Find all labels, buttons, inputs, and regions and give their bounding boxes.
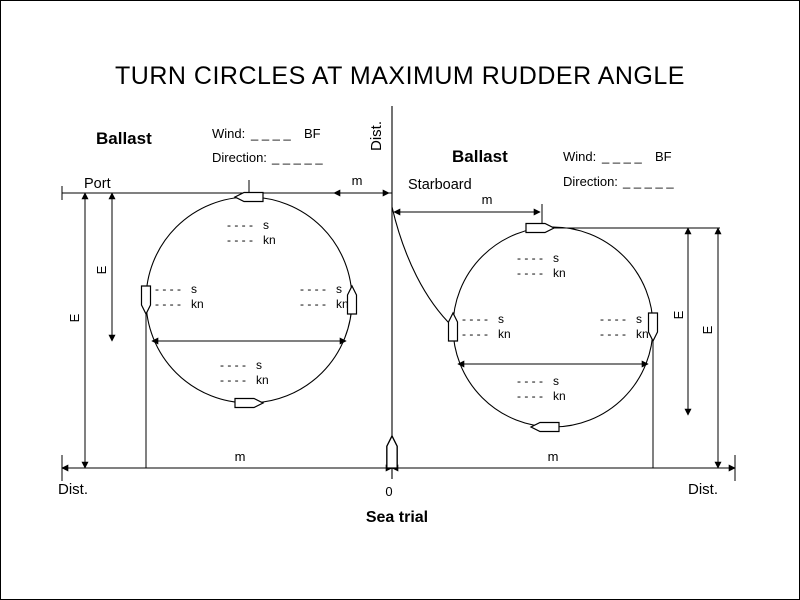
starboard-right-speed-s: - - - - s [600,312,642,326]
port-side-label: Port [84,176,111,192]
starboard-direction-value: _ _ _ _ _ [622,174,674,189]
starboard-top-speed-s: - - - - s [517,251,559,265]
ship-icon [234,397,264,409]
starboard-bottom-speed-s: - - - - s [517,374,559,388]
starboard-side-label: Starboard [408,177,472,193]
ship-icon [386,435,398,469]
port-left-speed-kn: - - - - kn [155,297,204,311]
port-wind-label: Wind: [212,126,245,141]
port-direction-value: _ _ _ _ _ [271,150,323,165]
starboard-bottom-speed-kn: - - - - kn [517,389,566,403]
starboard-left-speed-s: - - - - s [462,312,504,326]
port-dist-label: Dist. [58,481,88,498]
ship-icon [447,312,459,342]
starboard-entry-curve [391,206,454,328]
starboard-wind-value: _ _ _ _ [601,149,643,164]
starboard-ballast-label: Ballast [452,147,508,166]
ship-icon [140,285,152,315]
starboard-wind-label: Wind: [563,149,596,164]
starboard-wind-unit: BF [655,149,672,164]
port-transfer-m-label: m [352,173,363,188]
starboard-outer-e-label: E [700,325,715,334]
port-outer-e-label: E [67,313,82,322]
port-bottom-speed-s: - - - - s [220,358,262,372]
port-bottom-speed-kn: - - - - kn [220,373,269,387]
ship-icon [234,191,264,203]
port-direction-label: Direction: [212,150,267,165]
ship-icon [647,312,659,342]
starboard-right-speed-kn: - - - - kn [600,327,649,341]
starboard-top-speed-kn: - - - - kn [517,266,566,280]
ship-icon [530,421,560,433]
origin-label: 0 [385,484,392,499]
starboard-dist-label: Dist. [688,481,718,498]
port-top-speed-s: - - - - s [227,218,269,232]
port-right-speed-kn: - - - - kn [300,297,349,311]
starboard-left-speed-kn: - - - - kn [462,327,511,341]
dist-axis-label-center: Dist. [368,121,385,151]
port-wind-unit: BF [304,126,321,141]
port-top-speed-kn: - - - - kn [227,233,276,247]
starboard-direction-label: Direction: [563,174,618,189]
ship-icon [346,285,358,315]
starboard-turn-group: Ballast Wind: _ _ _ _ BF Direction: _ _ … [391,147,736,498]
port-left-speed-s: - - - - s [155,282,197,296]
starboard-inner-e-label: E [671,310,686,319]
port-wind-value: _ _ _ _ [250,126,292,141]
page-title: TURN CIRCLES AT MAXIMUM RUDDER ANGLE [115,62,685,90]
port-bottom-m-label: m [235,449,246,464]
ship-icon [525,222,555,234]
starboard-bottom-m-label: m [548,449,559,464]
port-right-speed-s: - - - - s [300,282,342,296]
port-ballast-label: Ballast [96,129,152,148]
starboard-transfer-m-label: m [482,192,493,207]
port-turn-group: Ballast Wind: _ _ _ _ BF Direction: _ _ … [58,126,393,498]
caption: Sea trial [366,509,428,526]
port-inner-e-label: E [94,265,109,274]
